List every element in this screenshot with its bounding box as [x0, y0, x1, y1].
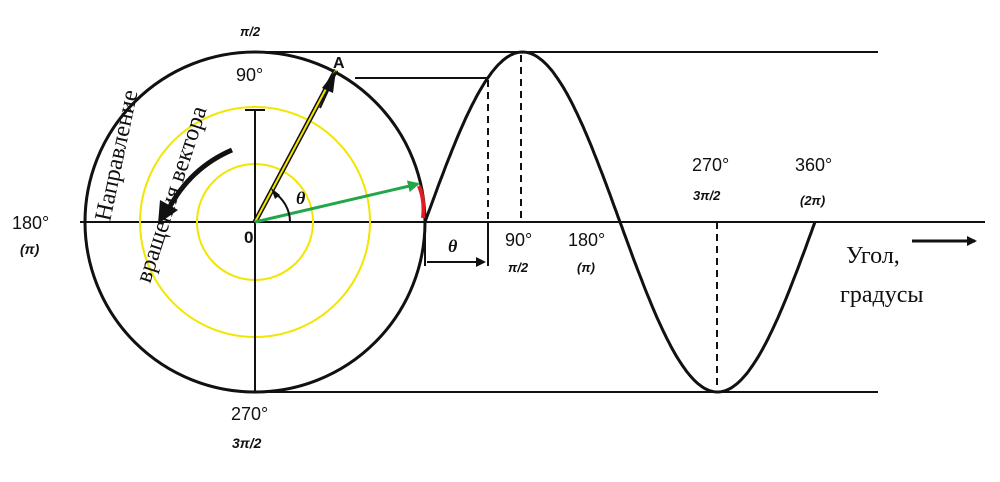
rad90-top-label: π/2	[240, 24, 261, 39]
theta-interval-label: θ	[448, 236, 458, 256]
rad180-axis-label: (π)	[577, 260, 595, 275]
rad270-bottom-label: 3π/2	[232, 435, 262, 451]
rad360-axis-label: (2π)	[800, 193, 825, 208]
theta-origin-label: θ	[296, 188, 306, 208]
point-a-label: A	[333, 55, 345, 72]
deg270-axis-label: 270°	[692, 155, 729, 175]
origin-label: 0	[244, 228, 253, 247]
theta-angle-arrowhead	[271, 188, 280, 199]
deg270-bottom-label: 270°	[231, 404, 268, 424]
deg180-axis-label: 180°	[568, 230, 605, 250]
green-vector	[254, 180, 420, 224]
rotation-direction-arrow	[165, 147, 233, 212]
deg90-axis-label: 90°	[505, 230, 532, 250]
red-arc	[417, 185, 426, 219]
axis-caption-line2: градусы	[840, 282, 923, 308]
deg90-top-label: 90°	[236, 65, 263, 85]
axis-caption-line1: Угол,	[846, 243, 900, 269]
rad270-axis-label: 3π/2	[693, 188, 721, 203]
phasor-vector	[254, 69, 337, 223]
rotation-arrowhead	[158, 200, 178, 224]
sine-wave-curve	[423, 50, 817, 394]
tangent-arrow	[319, 80, 334, 109]
deg360-axis-label: 360°	[795, 155, 832, 175]
rad180-left-label: (π)	[20, 241, 40, 257]
rad90-axis-label: π/2	[508, 260, 529, 275]
deg180-left-label: 180°	[12, 213, 49, 233]
